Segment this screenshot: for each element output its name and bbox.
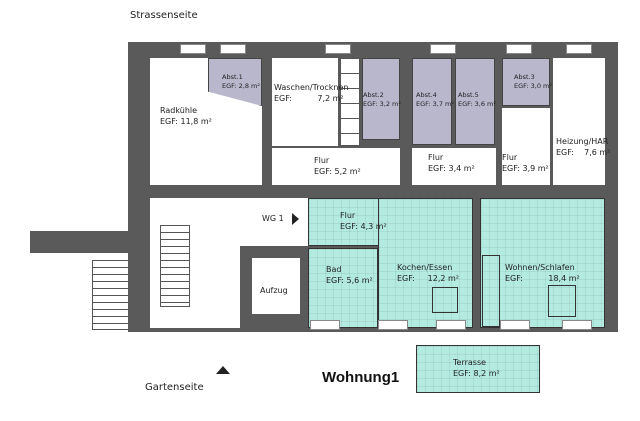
unit-marker-label: WG 1 (262, 214, 284, 223)
room-name: Wohnen/Schlafen (505, 263, 575, 272)
room-bad (308, 248, 378, 328)
window (566, 44, 592, 54)
room-waschen (272, 58, 338, 146)
room-aufzug (252, 258, 300, 314)
room-area: EGF: 3,9 m² (502, 164, 549, 173)
room-name: Waschen/Trocknen (274, 83, 349, 92)
room-area: EGF: 2,8 m² (222, 82, 260, 90)
room-label: Heizung/HAR EGF: 7,6 m² (556, 136, 610, 158)
room-area: EGF: 3,2 m² (363, 100, 401, 108)
room-abst4 (412, 58, 452, 145)
room-area: EGF: 3,6 m² (458, 100, 496, 108)
room-name: Radkühle (160, 106, 198, 115)
room-area: EGF: 8,2 m² (453, 369, 500, 378)
room-heizung (553, 58, 605, 185)
room-flur-1 (272, 148, 400, 185)
outside-stair-wall (30, 231, 130, 253)
room-area: EGF: 18,4 m² (505, 274, 580, 283)
dining-table (432, 287, 458, 313)
window (180, 44, 206, 54)
apartment-title: Wohnung1 (322, 369, 400, 386)
room-name: Abst.3 (514, 73, 535, 81)
wardrobe (482, 255, 500, 327)
window (562, 320, 592, 330)
room-name: Abst.4 (416, 91, 437, 99)
room-flur-2 (412, 148, 496, 185)
room-abst3 (502, 58, 550, 106)
room-abst5 (455, 58, 495, 145)
room-wohnen-schlafen (480, 198, 605, 328)
room-name: Flur (314, 156, 330, 165)
room-name: Flur (428, 153, 444, 162)
bed (548, 285, 576, 317)
window (325, 44, 351, 54)
window (378, 320, 408, 330)
room-name: Flur (340, 211, 356, 220)
window (500, 320, 530, 330)
window (436, 320, 466, 330)
entrance-arrow-icon (216, 366, 230, 374)
room-kochen-essen (378, 198, 473, 328)
window (430, 44, 456, 54)
washer-stack (340, 58, 360, 146)
room-area: EGF: 3,0 m² (514, 82, 552, 90)
room-name: Flur (502, 153, 518, 162)
room-terrasse (416, 345, 540, 393)
window (220, 44, 246, 54)
room-name: Bad (326, 265, 342, 274)
window (506, 44, 532, 54)
stairs (160, 225, 190, 307)
window (310, 320, 340, 330)
garden-side-label: Gartenseite (145, 382, 204, 393)
room-area: EGF: 7,2 m² (274, 94, 344, 103)
room-area: EGF: 4,3 m² (340, 222, 387, 231)
room-area: EGF: 12,2 m² (397, 274, 459, 283)
room-flur-3 (502, 108, 550, 185)
room-name: Heizung/HAR (556, 137, 609, 146)
room-area: EGF: 5,6 m² (326, 276, 373, 285)
room-name: Kochen/Essen (397, 263, 453, 272)
room-abst2 (362, 58, 400, 140)
room-name: Terrasse (453, 358, 487, 367)
room-name: Abst.2 (363, 91, 384, 99)
room-area: EGF: 11,8 m² (160, 117, 212, 126)
aufzug-label: Aufzug (260, 286, 288, 295)
room-area: EGF: 7,6 m² (556, 148, 611, 157)
room-name: Abst.1 (222, 73, 243, 81)
room-name: Abst.5 (458, 91, 479, 99)
street-side-label: Strassenseite (130, 10, 198, 21)
room-area: EGF: 3,7 m² (416, 100, 454, 108)
room-area: EGF: 5,2 m² (314, 167, 361, 176)
unit-marker-arrow-icon (292, 213, 299, 225)
outside-stairs (92, 260, 130, 330)
room-area: EGF: 3,4 m² (428, 164, 475, 173)
